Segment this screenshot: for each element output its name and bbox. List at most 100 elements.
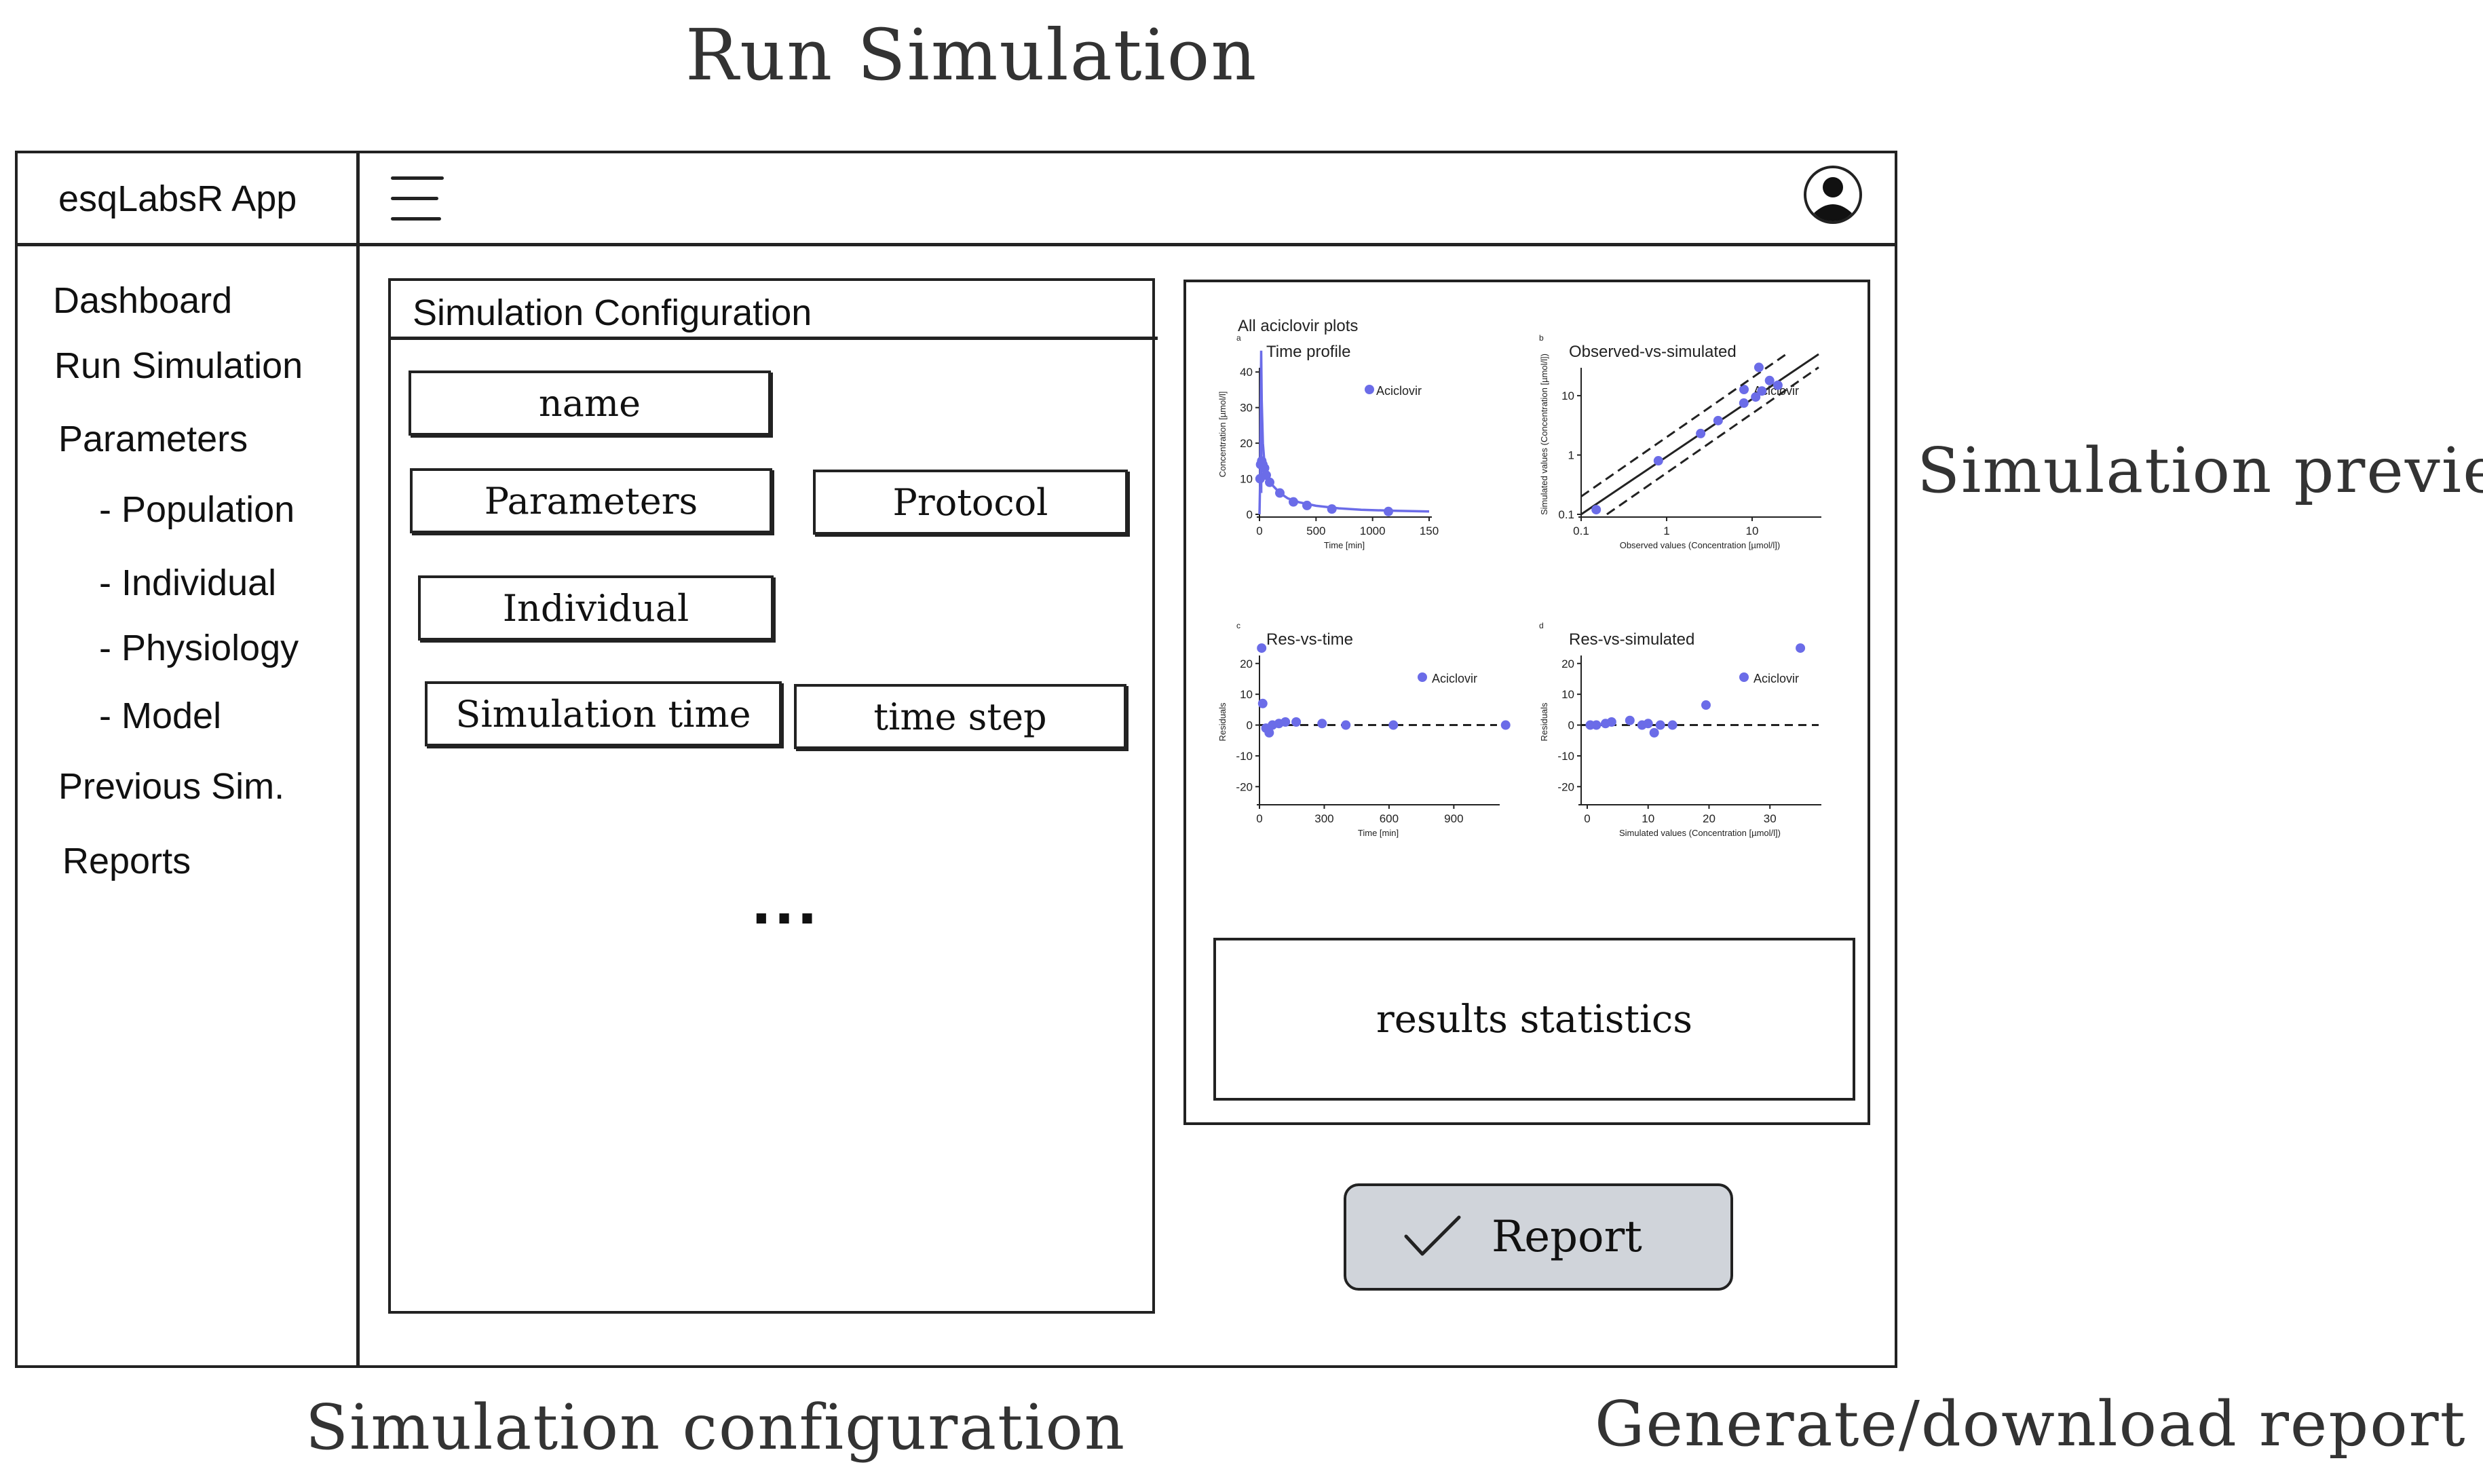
- y-axis-label: Simulated values (Concentration [µmol/l]…: [1539, 354, 1549, 515]
- data-point: [1257, 698, 1268, 708]
- app-title: esqLabsR App: [58, 178, 297, 219]
- chart-title: Res-vs-time: [1266, 630, 1353, 649]
- data-point: [1625, 715, 1635, 725]
- x-tick-label: 10: [1642, 812, 1654, 825]
- data-point: [1643, 719, 1653, 729]
- y-tick-label: 0.1: [1558, 508, 1574, 521]
- sidebar-item-population[interactable]: - Population: [99, 489, 295, 530]
- data-point: [1500, 720, 1511, 730]
- y-tick-label: 40: [1240, 366, 1253, 379]
- data-point: [1764, 375, 1775, 385]
- data-point: [1289, 497, 1298, 507]
- y-tick-label: -20: [1557, 780, 1574, 793]
- y-tick-label: 30: [1240, 402, 1253, 415]
- legend: [1418, 672, 1427, 682]
- y-axis-label: Residuals: [1217, 702, 1228, 742]
- data-point: [1649, 727, 1659, 738]
- y-axis-label: Concentration [µmol/l]: [1217, 392, 1228, 478]
- report-annotation: Generate/download report: [1595, 1388, 2467, 1460]
- x-tick-label: 500: [1306, 525, 1325, 537]
- data-point: [1291, 717, 1302, 727]
- page-title-annotation: Run Simulation: [685, 14, 1258, 96]
- data-point: [1265, 477, 1274, 487]
- sidebar-item-individual[interactable]: - Individual: [99, 563, 277, 603]
- sidebar-item-physiology[interactable]: - Physiology: [99, 628, 299, 668]
- individual-field[interactable]: Individual: [418, 575, 774, 641]
- x-tick-label: 20: [1703, 812, 1716, 825]
- data-point: [1606, 717, 1616, 727]
- x-tick-label: 0.1: [1573, 525, 1589, 537]
- panel-label: b: [1539, 333, 1544, 343]
- sidebar-item-run-simulation[interactable]: Run Simulation: [54, 345, 303, 386]
- x-tick-label: 1000: [1360, 525, 1386, 537]
- data-point: [1259, 463, 1270, 473]
- x-tick-label: 150: [1420, 525, 1439, 537]
- y-tick-label: 10: [1240, 688, 1253, 701]
- data-point: [1388, 720, 1399, 730]
- data-point: [1701, 700, 1711, 710]
- legend-marker: [1365, 385, 1374, 394]
- data-point: [1302, 500, 1312, 510]
- sidebar-item-model[interactable]: - Model: [99, 696, 222, 736]
- data-point: [1281, 717, 1291, 727]
- legend-marker: [1739, 672, 1749, 682]
- config-title: Simulation Configuration: [413, 292, 812, 333]
- name-field[interactable]: name: [409, 370, 771, 436]
- data-point: [1655, 720, 1665, 730]
- chart-title: Time profile: [1266, 343, 1350, 361]
- panel-label: c: [1236, 621, 1240, 630]
- data-point: [1796, 643, 1806, 653]
- simulation-time-field[interactable]: Simulation time: [425, 681, 782, 746]
- data-point: [1751, 392, 1761, 402]
- sidebar-item-previous-sim[interactable]: Previous Sim.: [58, 766, 285, 807]
- x-tick-label: 0: [1256, 812, 1262, 825]
- data-point: [1264, 727, 1274, 738]
- legend-marker: [1418, 672, 1427, 682]
- x-tick-label: 30: [1764, 812, 1777, 825]
- fold-line-upper: [1580, 353, 1787, 497]
- header-divider: [15, 243, 1897, 246]
- sidebar-item-dashboard[interactable]: Dashboard: [53, 280, 233, 321]
- report-button[interactable]: Report: [1344, 1183, 1733, 1291]
- preview-annotation: Simulation preview: [1917, 434, 2483, 507]
- config-panel: [388, 278, 1155, 1314]
- data-point: [1667, 720, 1678, 730]
- menu-icon[interactable]: [391, 175, 445, 224]
- x-axis-label: Observed values (Concentration [µmol/l]): [1620, 540, 1781, 550]
- y-tick-label: 20: [1561, 658, 1574, 670]
- y-tick-label: -10: [1236, 750, 1253, 763]
- x-tick-label: 0: [1256, 525, 1262, 537]
- legend: [1739, 672, 1749, 682]
- data-point: [1341, 720, 1351, 730]
- data-point: [1327, 504, 1337, 514]
- data-point: [1591, 505, 1601, 515]
- x-axis-label: Time [min]: [1358, 828, 1399, 838]
- legend: [1365, 385, 1374, 394]
- time-step-field[interactable]: time step: [794, 684, 1126, 749]
- y-tick-label: 1: [1568, 449, 1574, 462]
- data-point: [1257, 643, 1267, 653]
- user-avatar-icon[interactable]: [1802, 164, 1863, 225]
- panel-label: d: [1539, 621, 1544, 630]
- data-point: [1591, 720, 1601, 730]
- sidebar-item-parameters[interactable]: Parameters: [58, 419, 248, 459]
- report-button-label: Report: [1492, 1212, 1642, 1262]
- data-point: [1384, 506, 1393, 516]
- chart-title: Observed-vs-simulated: [1569, 343, 1737, 361]
- x-axis-label: Simulated values (Concentration [µmol/l]…: [1619, 828, 1781, 838]
- y-tick-label: -10: [1557, 750, 1574, 763]
- legend: [1739, 385, 1749, 394]
- protocol-field[interactable]: Protocol: [813, 470, 1128, 535]
- parameters-field[interactable]: Parameters: [410, 468, 772, 533]
- y-tick-label: 0: [1568, 719, 1574, 732]
- data-point: [1262, 470, 1271, 480]
- sidebar-item-reports[interactable]: Reports: [62, 841, 191, 881]
- plots-title: All aciclovir plots: [1238, 317, 1358, 335]
- y-axis-label: Residuals: [1539, 702, 1549, 742]
- results-statistics-label: results statistics: [1376, 997, 1692, 1042]
- simulated-line: [1258, 350, 1430, 515]
- data-point: [1275, 488, 1285, 498]
- config-annotation: Simulation configuration: [305, 1391, 1126, 1464]
- legend-label: Aciclovir: [1376, 384, 1422, 398]
